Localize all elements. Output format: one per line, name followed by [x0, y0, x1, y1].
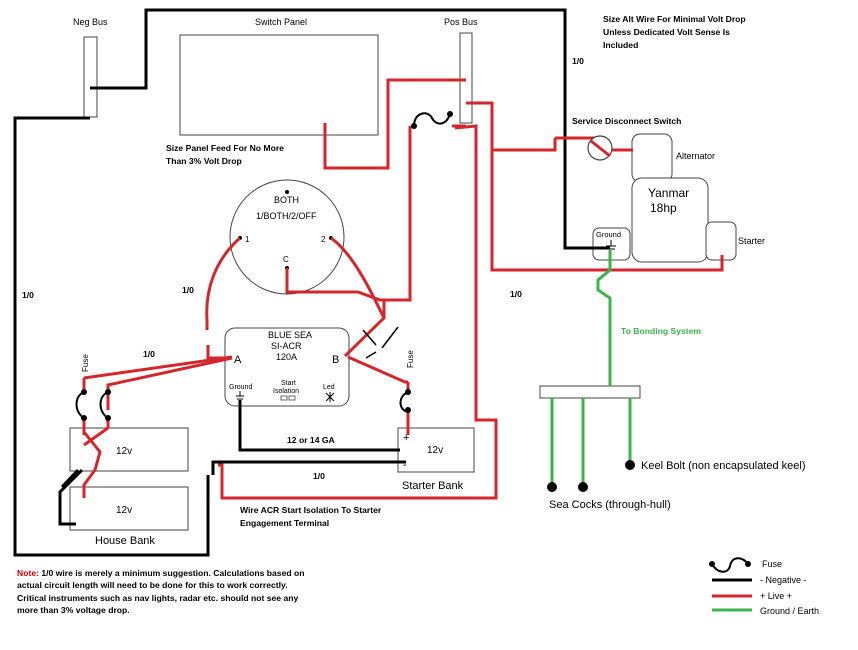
- fuse-end-dot: [81, 389, 87, 395]
- gauge-12-or-14: 12 or 14 GA: [287, 435, 335, 445]
- house-battery-top: [69, 427, 189, 472]
- fuse-end-dot: [411, 123, 417, 129]
- fuse-end-dot: [405, 407, 411, 413]
- neg-bus-label: Neg Bus: [73, 17, 108, 27]
- house-battery-top-label: 12v: [116, 446, 132, 457]
- acr-rating-label: 120A: [276, 352, 297, 362]
- panel-feed-note-line2: Than 3% Volt Drop: [166, 156, 242, 166]
- legend-positive-label: + Live +: [760, 591, 792, 601]
- gauge-switch-1: 1/0: [182, 285, 194, 295]
- battery-switch-both-label: BOTH: [274, 195, 299, 205]
- acr-start-isolation-terminal: [280, 395, 288, 401]
- sea-cock-2-icon: [578, 482, 588, 492]
- starter-battery-minus: -: [403, 459, 407, 471]
- neg-bus-bar: [83, 36, 98, 118]
- start-isolation-wire: [362, 326, 399, 359]
- engine-box: [631, 177, 709, 263]
- gauge-left-negative: 1/0: [22, 290, 34, 300]
- starter-label: Starter: [738, 236, 765, 246]
- switch-panel-box: [179, 34, 379, 136]
- switch-both-dot: [285, 190, 289, 194]
- legend-fuse-icon: [711, 557, 749, 573]
- panel-feed-note-line1: Size Panel Feed For No More: [166, 143, 284, 153]
- alt-wire-note-line1: Size Alt Wire For Minimal Volt Drop: [603, 14, 746, 24]
- fuse-end-dot: [447, 111, 453, 117]
- fuse-right-label: Fuse: [406, 350, 415, 368]
- engine-label-1: Yanmar: [648, 186, 689, 200]
- alternator-label: Alternator: [676, 151, 715, 161]
- sea-cocks-label: Sea Cocks (through-hull): [549, 499, 671, 511]
- starter-bank-label: Starter Bank: [402, 480, 464, 492]
- legend-ground-label: Ground / Earth: [760, 606, 819, 616]
- battery-switch-1-label: 1: [245, 235, 250, 244]
- gauge-acr-a: 1/0: [143, 349, 155, 359]
- legend: [709, 557, 752, 612]
- acr-start-label: Start: [281, 380, 296, 387]
- keel-bolt-icon: [625, 460, 635, 470]
- acr-model-label: SI-ACR: [271, 341, 302, 351]
- ground-wires: [550, 250, 632, 485]
- wire-gauge-note: Note: 1/0 wire is merely a minimum sugge…: [17, 567, 317, 617]
- fuse-end-dot: [105, 389, 111, 395]
- house-fuse-1-icon: [75, 391, 85, 419]
- starter-battery-plus: +: [403, 432, 409, 444]
- engine-ground-label: Ground: [596, 230, 621, 239]
- starter-box: [705, 221, 737, 261]
- acr-ground-label: Ground: [229, 384, 252, 391]
- note-text: 1/0 wire is merely a minimum suggestion.…: [17, 568, 305, 616]
- starter-battery-label: 12v: [427, 445, 443, 456]
- alt-wire-note-line2: Unless Dedicated Volt Sense Is: [603, 27, 730, 37]
- battery-switch-c-label: C: [283, 255, 289, 264]
- bonding-system-label: To Bonding System: [621, 326, 701, 336]
- fuse-end-dot: [405, 389, 411, 395]
- pos-bus-label: Pos Bus: [444, 17, 478, 27]
- acr-ground-symbol-icon: [236, 391, 244, 400]
- acr-led-icon: [325, 392, 335, 402]
- pos-bus-fuse-icon: [413, 112, 451, 127]
- gauge-starter-feed: 1/0: [510, 289, 522, 299]
- legend-fuse-label: Fuse: [762, 559, 782, 569]
- fuse-end-dot: [81, 415, 87, 421]
- sea-cock-1-icon: [547, 482, 557, 492]
- fuse-end-dot: [105, 415, 111, 421]
- house-bank-label: House Bank: [95, 535, 155, 547]
- acr-led-label: Led: [323, 384, 335, 391]
- bonding-bus-bar: [539, 385, 641, 399]
- house-battery-bottom: [69, 486, 189, 531]
- acr-brand-label: BLUE SEA: [268, 330, 312, 340]
- acr-box: [224, 327, 350, 407]
- positive-wires: [82, 78, 724, 500]
- battery-selector-switch: [229, 179, 345, 295]
- acr-a-terminal: A: [234, 354, 242, 366]
- legend-negative-label: - Negative -: [760, 575, 807, 585]
- keel-bolt-label: Keel Bolt (non encapsulated keel): [641, 460, 806, 472]
- engine-label-2: 18hp: [650, 201, 677, 215]
- negative-wires: [13, 8, 610, 557]
- acr-isolation-label: Isolation: [273, 388, 299, 395]
- ground-symbol-icon: [606, 240, 616, 250]
- acr-b-terminal: B: [332, 354, 339, 366]
- service-disconnect-label: Service Disconnect Switch: [572, 116, 681, 126]
- house-battery-bottom-label: 12v: [116, 505, 132, 516]
- fuse-left-label: Fuse: [81, 354, 90, 372]
- battery-switch-positions-label: 1/BOTH/2/OFF: [256, 211, 317, 221]
- alt-wire-gauge: 1/0: [572, 56, 584, 66]
- acr-start-isolation-terminal-2: [288, 395, 296, 401]
- gauge-bottom: 1/0: [313, 471, 325, 481]
- battery-switch-2-label: 2: [321, 235, 326, 244]
- alternator-box: [631, 133, 673, 183]
- alt-wire-note-line3: Included: [603, 40, 638, 50]
- pos-bus-bar: [459, 32, 473, 124]
- acr-wire-note-line2: Engagement Terminal: [240, 518, 329, 528]
- acr-wire-note-line1: Wire ACR Start Isolation To Starter: [240, 505, 382, 515]
- switch-panel-label: Switch Panel: [255, 17, 307, 27]
- note-prefix: Note:: [17, 568, 39, 578]
